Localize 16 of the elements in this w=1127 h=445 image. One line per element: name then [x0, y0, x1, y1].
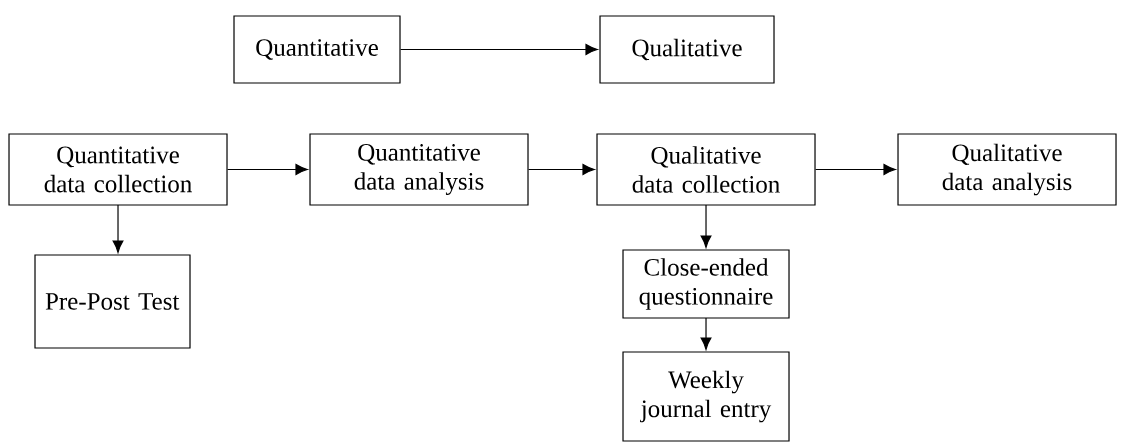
process-box: Quantitative data analysis — [309, 133, 529, 206]
arrow — [700, 204, 712, 248]
arrow — [112, 204, 124, 253]
process-box: Qualitative — [599, 15, 775, 84]
process-box: Qualitative data analysis — [897, 133, 1117, 206]
arrow — [528, 164, 595, 175]
process-box: Weekly journal entry — [622, 351, 790, 442]
process-box: Pre-Post Test — [34, 254, 191, 349]
process-box: Quantitative — [233, 15, 401, 84]
process-box: Qualitative data collection — [596, 133, 816, 206]
process-box: Quantitative data collection — [8, 133, 228, 206]
arrow — [700, 317, 712, 350]
process-box: Close-ended questionnaire — [622, 249, 790, 319]
arrow — [227, 164, 308, 175]
arrow — [815, 164, 896, 175]
arrow — [400, 44, 598, 55]
